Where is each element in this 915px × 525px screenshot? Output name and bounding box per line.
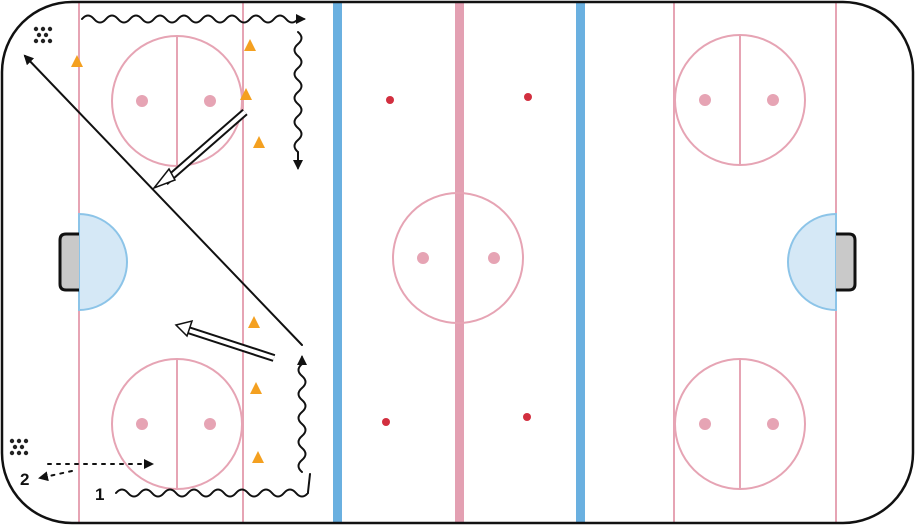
faceoff-circle-top-left [111,35,243,167]
goal-net-right [836,232,857,292]
player-1-label: 1 [95,485,104,504]
neutral-dot-4 [523,413,531,421]
skate-path-up [297,355,307,473]
faceoff-circle-center [392,192,524,324]
drill-paths [23,14,311,498]
dotted-path-back [38,470,73,482]
skate-path-bottom [115,473,311,498]
cone-icon [252,451,264,463]
neutral-dot-3 [382,418,390,426]
blue-line-left [333,2,342,523]
neutral-dot-1 [386,96,394,104]
crease-right [787,212,837,312]
blue-line-right [576,2,585,523]
faceoff-circle-bottom-left [111,358,243,490]
pass-line-diagonal [23,54,303,346]
double-arrow-head [151,167,177,190]
double-arrows [151,108,276,362]
faceoff-circle-bottom-right [674,358,806,490]
skate-path-top [81,14,306,24]
skate-path-down [293,31,303,170]
player-2-label: 2 [20,470,29,489]
cone-icon [71,55,83,67]
cone-icon [250,382,262,394]
cones [71,39,265,463]
puck-cluster-bottom [9,438,29,456]
goal-net-left [58,232,79,292]
faceoff-circle-top-right [674,34,806,166]
cone-icon [248,316,260,328]
center-red-line [455,2,464,523]
cone-icon [244,39,256,51]
cone-icon [240,88,252,100]
neutral-dot-2 [524,93,532,101]
double-arrow-head [174,319,194,338]
puck-cluster-top [33,26,53,44]
crease-left [78,212,128,312]
cone-icon [253,136,265,148]
